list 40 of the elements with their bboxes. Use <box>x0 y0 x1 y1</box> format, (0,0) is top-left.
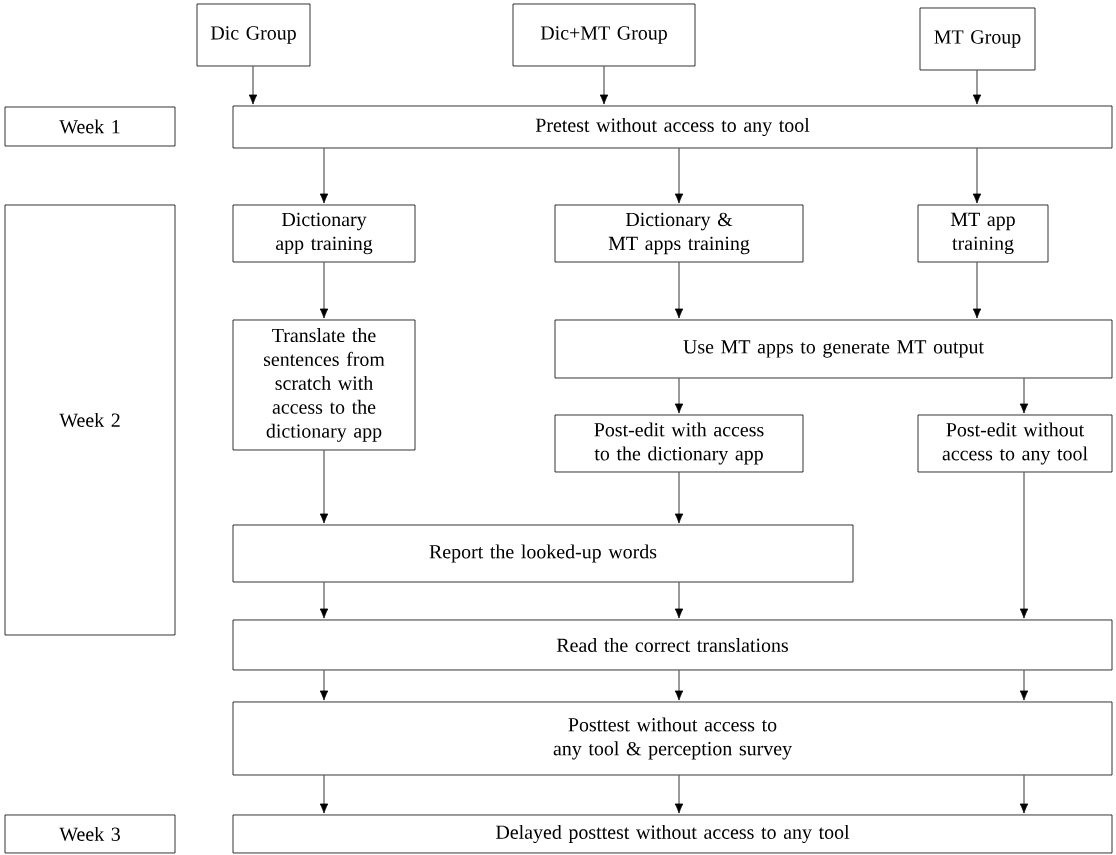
arrow <box>319 450 329 524</box>
arrow <box>674 148 684 204</box>
process-box: Post-edit with access to the dictionary app <box>554 414 804 473</box>
process-box: Use MT apps to generate MT output <box>554 319 1113 379</box>
arrow <box>972 262 982 319</box>
process-box: Read the correct translations <box>232 619 1113 671</box>
arrow <box>319 670 329 701</box>
arrow <box>1019 775 1029 814</box>
arrow <box>1019 472 1029 619</box>
arrow <box>972 70 982 105</box>
arrow <box>674 262 684 319</box>
arrow <box>1019 378 1029 414</box>
arrow <box>319 148 329 204</box>
week-label-box: Week 2 <box>4 204 176 636</box>
process-box: Dic Group <box>196 3 311 67</box>
week-label-box: Week 1 <box>4 106 176 147</box>
process-box: Translate the sentences from scratch with access to the dictionary app <box>232 319 416 451</box>
process-box: Post-edit without access to any tool <box>917 414 1113 473</box>
arrow <box>674 775 684 814</box>
process-box: Report the looked-up words <box>232 524 854 583</box>
process-box: MT app training <box>917 204 1049 263</box>
arrow <box>674 582 684 619</box>
arrow <box>319 582 329 619</box>
arrow <box>319 262 329 319</box>
process-box: Delayed posttest without access to any tool <box>232 814 1113 854</box>
process-box: Posttest without access to any tool & perception survey <box>232 701 1113 776</box>
arrow <box>248 66 258 105</box>
process-box: MT Group <box>919 7 1036 71</box>
arrow <box>674 378 684 414</box>
process-box: Pretest without access to any tool <box>232 105 1113 149</box>
process-box: Dictionary app training <box>232 204 416 263</box>
arrow <box>319 775 329 814</box>
arrow <box>1019 670 1029 701</box>
week-label-box: Week 3 <box>4 814 176 854</box>
process-box: Dictionary & MT apps training <box>554 204 804 263</box>
process-box: Dic+MT Group <box>512 3 696 67</box>
arrow <box>972 148 982 204</box>
arrow <box>599 66 609 105</box>
arrow <box>674 670 684 701</box>
arrow <box>674 472 684 524</box>
